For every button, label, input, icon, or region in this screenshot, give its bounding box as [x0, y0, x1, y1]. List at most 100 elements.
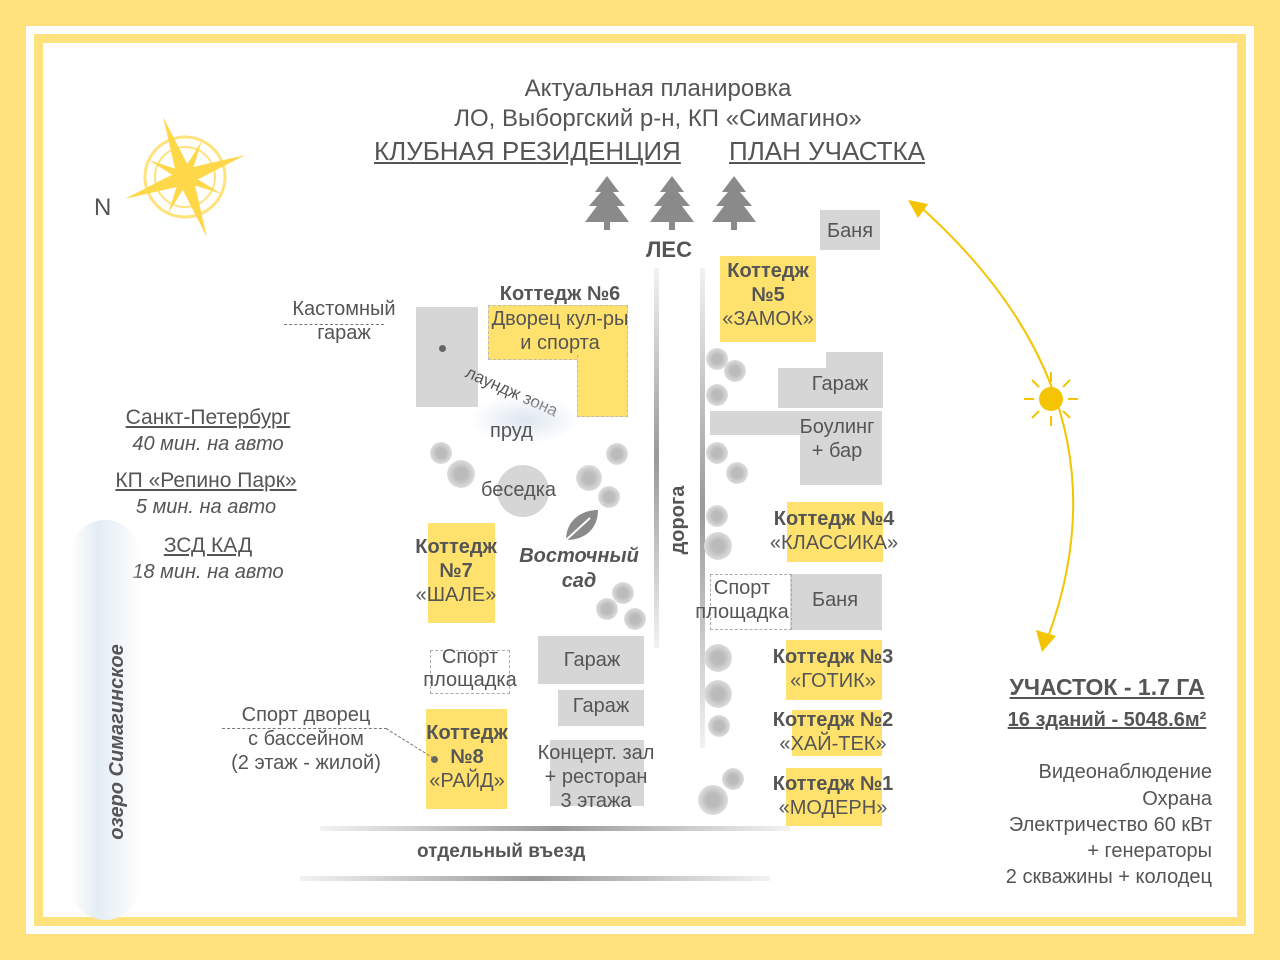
garage-building-wing[interactable]	[778, 368, 838, 408]
cottage-1-building[interactable]	[786, 768, 882, 826]
distance-time: 5 мин. на авто	[135, 496, 277, 518]
buildings-count: 16 зданий - 5048.6м²	[1007, 709, 1207, 731]
garden-label: Восточный	[519, 545, 639, 567]
lake-shape	[70, 520, 140, 920]
forest-label: ЛЕС	[646, 237, 692, 262]
cottage-8-number: №8	[450, 746, 484, 768]
bush-icon	[706, 442, 728, 464]
custom-garage-building[interactable]	[416, 307, 478, 407]
sport-ground-right[interactable]	[710, 574, 792, 630]
cottage-6-title: Коттедж №6	[499, 283, 621, 305]
sport-palace-label: с бассейном	[248, 728, 364, 750]
tree-icon	[712, 176, 756, 230]
bowling-label: Боулинг	[799, 416, 875, 438]
pointer-dot	[431, 756, 438, 763]
cottage-3-name: «ГОТИК»	[790, 670, 876, 692]
bush-icon	[708, 715, 730, 737]
header-location: ЛО, Выборгский р-н, КП «Симагино»	[454, 105, 862, 132]
bush-icon	[704, 532, 732, 560]
sun-path	[908, 200, 1075, 652]
cottage-5-building[interactable]	[720, 256, 816, 342]
bush-icon	[706, 384, 728, 406]
cottage-3-building[interactable]	[786, 640, 882, 700]
feature-item: + генераторы	[1087, 840, 1212, 862]
sport-palace-label: (2 этаж - жилой)	[231, 752, 381, 774]
cottage-6-building[interactable]	[488, 305, 628, 360]
garage-building[interactable]	[538, 636, 644, 684]
bush-icon	[612, 582, 634, 604]
sport-ground-label: площадка	[695, 601, 789, 623]
bowling-label: + бар	[811, 440, 863, 462]
leader-line	[222, 728, 387, 729]
leaf-icon	[565, 510, 598, 541]
cottage-7-title: Коттедж	[415, 536, 497, 558]
garage-label: Гараж	[563, 649, 621, 671]
sun-icon	[1024, 372, 1078, 426]
site-plan-link[interactable]: ПЛАН УЧАСТКА	[729, 136, 925, 166]
cottage-5-title: Коттедж	[727, 260, 809, 282]
gazebo-label: беседка	[481, 479, 557, 501]
site-area: УЧАСТОК - 1.7 ГА	[1009, 674, 1205, 700]
sport-ground-label: Спорт	[713, 577, 771, 599]
cottage-3-title: Коттедж №3	[772, 646, 894, 668]
feature-item: Охрана	[1142, 788, 1212, 810]
concert-hall-building[interactable]	[550, 740, 644, 806]
distance-place: КП «Репино Парк»	[115, 469, 297, 492]
cottage-2-building[interactable]	[792, 710, 882, 756]
bush-icon	[447, 460, 475, 488]
cottage-1-title: Коттедж №1	[772, 773, 894, 795]
bush-icon	[726, 462, 748, 484]
cottage-6-subtitle: и спорта	[520, 332, 600, 354]
banya-building[interactable]	[820, 210, 880, 250]
distance-place: ЗСД КАД	[163, 534, 253, 557]
bush-icon	[698, 785, 728, 815]
banya-building[interactable]	[790, 574, 882, 630]
sport-ground-label: площадка	[423, 669, 517, 691]
bush-icon	[722, 768, 744, 790]
road-label: дорога	[667, 485, 689, 555]
banya-label: Баня	[811, 589, 859, 611]
pointer-dot	[439, 345, 446, 352]
cottage-1-name: «МОДЕРН»	[778, 797, 888, 819]
bush-icon	[576, 465, 602, 491]
bush-icon	[704, 680, 732, 708]
north-label: N	[94, 194, 112, 221]
concert-hall-label: Концерт. зал	[537, 742, 655, 764]
cottage-8-name: «РАЙД»	[429, 770, 505, 792]
bush-icon	[724, 360, 746, 382]
club-residence-link[interactable]: КЛУБНАЯ РЕЗИДЕНЦИЯ	[374, 136, 681, 166]
cottage-7-building[interactable]	[428, 523, 495, 623]
leader-line	[284, 324, 384, 325]
cottage-4-title: Коттедж №4	[773, 508, 895, 530]
cottage-6-subtitle: Дворец кул-ры	[491, 308, 629, 330]
entrance-label: отдельный въезд	[417, 841, 586, 862]
cottage-8-title: Коттедж	[426, 722, 508, 744]
arrow-icon	[908, 200, 928, 218]
garden-label: сад	[561, 570, 597, 592]
cottage-4-building[interactable]	[787, 502, 883, 562]
cottage-7-number: №7	[439, 560, 473, 582]
cottage-4-name: «КЛАССИКА»	[769, 532, 899, 554]
garage-label: Гараж	[572, 695, 630, 717]
feature-item: Видеонаблюдение	[1038, 761, 1212, 783]
bush-icon	[704, 644, 732, 672]
cottage-8-building[interactable]	[426, 709, 507, 809]
bush-icon	[596, 598, 618, 620]
road-line-left	[654, 268, 659, 648]
garage-building[interactable]	[558, 690, 644, 726]
tree-icon	[650, 176, 694, 230]
distance-place: Санкт-Петербург	[125, 406, 291, 429]
distance-time: 40 мин. на авто	[132, 433, 284, 455]
bush-icon	[624, 608, 646, 630]
cottage-5-name: «ЗАМОК»	[722, 308, 814, 330]
header-title: Актуальная планировка	[524, 75, 792, 102]
road-line-right	[700, 268, 705, 748]
entrance-road-bottom	[300, 876, 770, 881]
bush-icon	[606, 443, 628, 465]
bush-icon	[430, 442, 452, 464]
concert-hall-label: 3 этажа	[560, 790, 632, 812]
cottage-6-building-wing[interactable]	[577, 355, 628, 417]
feature-item: 2 скважины + колодец	[1005, 866, 1212, 888]
sport-ground-left[interactable]	[430, 650, 510, 694]
bowling-building-wing[interactable]	[800, 411, 882, 485]
